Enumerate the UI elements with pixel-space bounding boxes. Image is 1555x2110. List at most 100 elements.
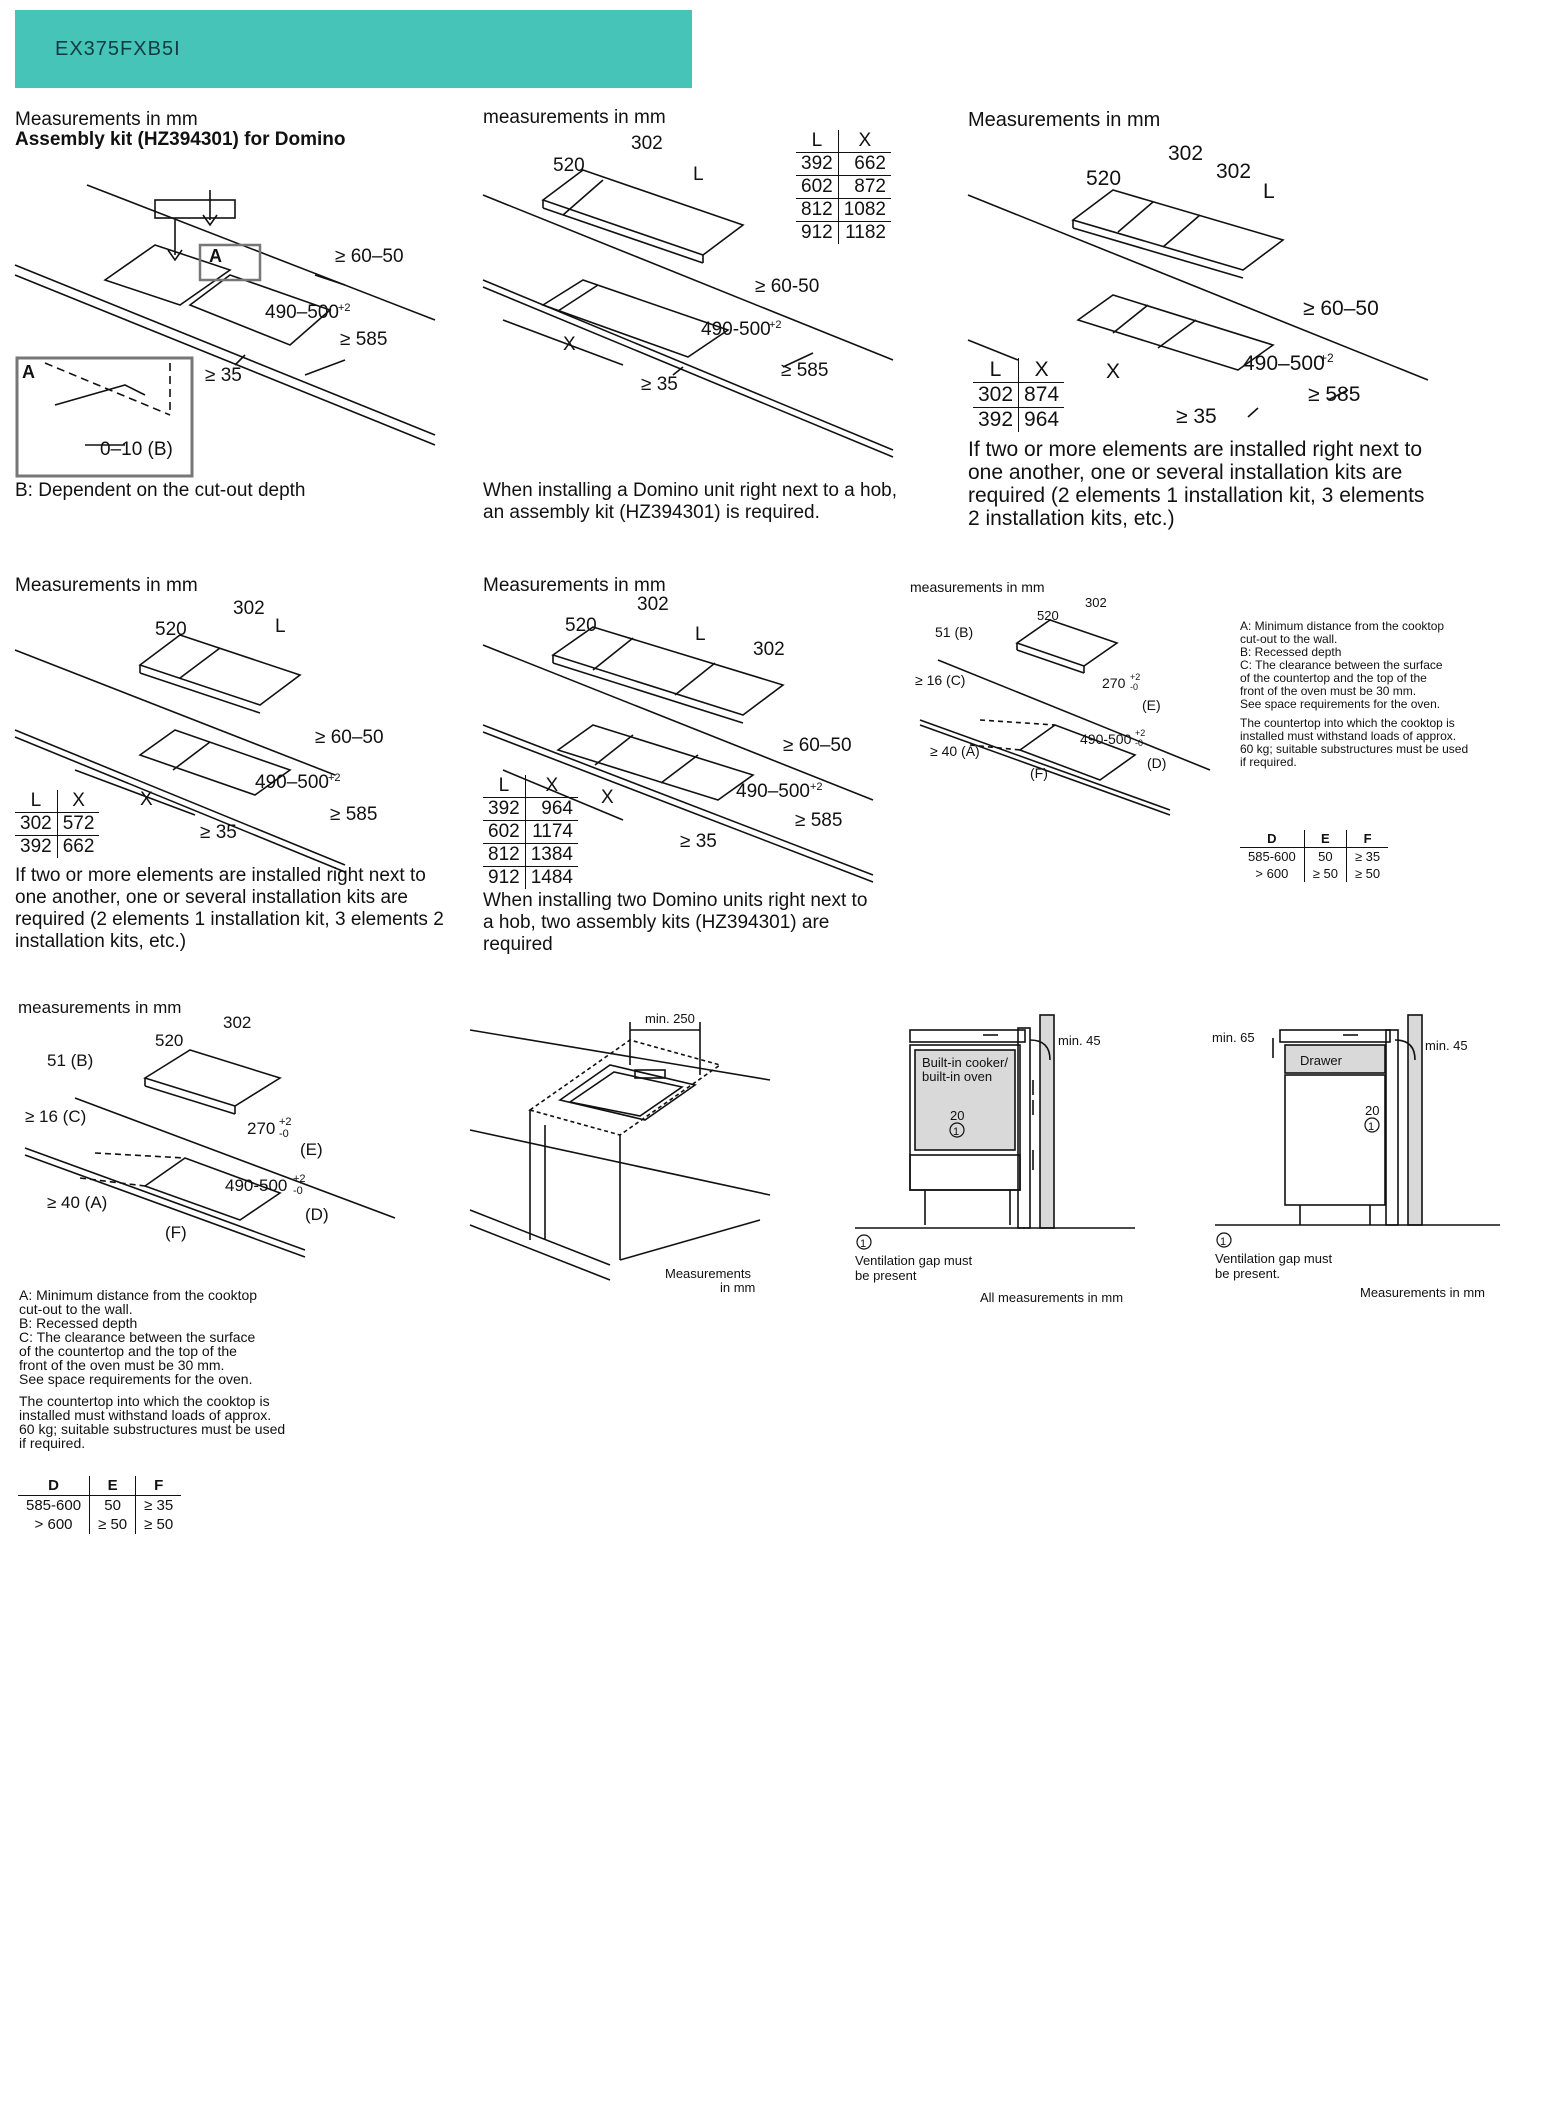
model-number: EX375FXB5I	[55, 38, 181, 60]
dim-edge: ≥ 35	[205, 365, 242, 386]
dim-edge: ≥ 35	[680, 831, 717, 852]
panel-caption: measurements in mm	[483, 107, 666, 128]
panel-note: When installing two Domino units right n…	[483, 890, 868, 955]
vent-legend-marker: 1	[860, 1238, 866, 1250]
panel-cabinet-view: min. 250 Measurements in mm	[469, 1010, 790, 1320]
dim-490: 490-500	[1080, 731, 1132, 747]
dim-520: 520	[1037, 608, 1059, 623]
dim-l: L	[1263, 180, 1275, 203]
dim-cutout: 490–500	[265, 302, 339, 323]
two-domino-diagram: 520 302 L 302 ≥ 60–50 490–500 +2 ≥ 585 ≥…	[482, 594, 874, 883]
vent-legend-marker: 1	[1220, 1236, 1226, 1248]
panel-caption: Measurements in mm	[483, 575, 666, 596]
panel-caption: measurements in mm	[18, 998, 182, 1017]
dim-490-sup: +2	[1135, 728, 1145, 738]
panel-note: If two or more elements are installed ri…	[15, 865, 444, 952]
dim-520: 520	[155, 619, 187, 640]
panel-multiple-elements-2: Measurements in mm 520 302 L ≥ 60–50 490…	[14, 575, 460, 955]
vent-line2: be present	[855, 1268, 917, 1283]
caption: Measurements in mm	[1360, 1285, 1485, 1300]
dim-270: 270	[247, 1119, 275, 1138]
panel-two-dominos-next-to-hob: Measurements in mm 520 302 L 302 ≥ 60–50…	[482, 575, 903, 955]
dim-min: min. 250	[645, 1011, 695, 1026]
dim-cutout: 490–500	[1243, 352, 1325, 375]
dim-520: 520	[155, 1031, 183, 1050]
panel-note: When installing a Domino unit right next…	[483, 480, 898, 523]
recessed-diagram: 520 302 51 (B) ≥ 16 (C) ≥ 40 (A) 270 +2 …	[24, 1013, 396, 1258]
caption: All measurements in mm	[980, 1290, 1123, 1305]
dim-min-right: min. 45	[1425, 1038, 1468, 1053]
dim-depth: ≥ 60-50	[755, 276, 819, 297]
dim-min-width: ≥ 585	[1308, 383, 1360, 406]
panel-caption: Measurements in mm	[15, 109, 198, 130]
vent-marker: 1	[1368, 1121, 1374, 1133]
dim-depth: ≥ 60–50	[315, 727, 384, 748]
dim-c: ≥ 16 (C)	[25, 1107, 86, 1126]
dim-d: (D)	[1147, 755, 1166, 771]
dim-min-width: ≥ 585	[330, 804, 377, 825]
dim-gap: 20	[1365, 1103, 1379, 1118]
dim-depth: ≥ 60–50	[783, 735, 852, 756]
caption-line1: Measurements	[665, 1266, 751, 1281]
dim-min-width: ≥ 585	[781, 360, 828, 381]
cabinet-diagram: min. 250 Measurements in mm	[469, 1011, 771, 1295]
legend-notes: A: Minimum distance from the cooktop cut…	[1240, 619, 1469, 769]
dim-a: ≥ 40 (A)	[930, 743, 980, 759]
dim-min-width: ≥ 585	[340, 329, 387, 350]
panel-title: Assembly kit (HZ394301) for Domino	[15, 129, 346, 150]
box-label: Drawer	[1300, 1053, 1343, 1068]
dim-cutout: 490-500	[701, 319, 771, 340]
vent-marker: 1	[953, 1126, 959, 1138]
dim-cutout-tol: +2	[328, 772, 341, 784]
dim-490-sub: -0	[1135, 738, 1143, 748]
dim-cutout-tol: +2	[769, 319, 782, 331]
dim-depth: ≥ 60–50	[335, 246, 404, 267]
dim-490-sub: -0	[293, 1185, 303, 1197]
inset-label: A	[22, 362, 35, 382]
dim-gap: 20	[950, 1108, 964, 1123]
dim-depth: ≥ 60–50	[1303, 297, 1379, 320]
vent-line1: Ventilation gap must	[1215, 1251, 1332, 1266]
panel-note: If two or more elements are installed ri…	[968, 438, 1425, 530]
dim-302: 302	[631, 133, 663, 154]
panel-oven-ventilation: min. 45 20 1 1 Ventilation gap must be p…	[850, 1010, 1180, 1320]
triple-element-diagram: 520 302 302 L ≥ 60–50 490–500 +2 ≥ 585 ≥…	[967, 142, 1429, 428]
caption-line2: in mm	[720, 1280, 755, 1295]
dim-270-sub: -0	[1130, 682, 1138, 692]
inset-dim: 0–10 (B)	[100, 439, 173, 460]
dim-f: (F)	[1030, 765, 1048, 781]
dim-c: ≥ 16 (C)	[915, 672, 965, 688]
dim-490: 490-500	[225, 1176, 287, 1195]
panel-domino-next-to-hob: measurements in mm 520 302 L ≥ 60-50 490…	[482, 105, 913, 525]
panel-assembly-kit: Measurements in mm Assembly kit (HZ39430…	[14, 105, 460, 505]
panel-recessed-install: measurements in mm 520 302 51 (B) ≥ 16 (…	[910, 580, 1510, 910]
panel-drawer-ventilation: min. 65 min. 45 Drawer 20 1 1 Ventilatio…	[1210, 1010, 1510, 1320]
dim-490-sup: +2	[293, 1173, 306, 1185]
dim-270-sup: +2	[279, 1116, 292, 1128]
dim-e: (E)	[1142, 697, 1161, 713]
dim-l: L	[695, 624, 706, 645]
dim-cutout-tol: +2	[338, 302, 351, 314]
dim-a: ≥ 40 (A)	[47, 1193, 107, 1212]
dim-270: 270	[1102, 675, 1126, 691]
dim-cutout: 490–500	[255, 772, 329, 793]
panel-note: B: Dependent on the cut-out depth	[15, 480, 306, 501]
box-label: Built-in cooker/built-in oven	[922, 1055, 1008, 1084]
dim-f: (F)	[165, 1223, 187, 1242]
panel-caption: Measurements in mm	[968, 109, 1161, 131]
panel-multiple-elements-3: Measurements in mm 520 302 302 L ≥ 60–50…	[967, 105, 1448, 535]
dim-l: L	[275, 616, 286, 637]
dim-x: X	[1106, 360, 1120, 383]
vent-line1: Ventilation gap must	[855, 1253, 972, 1268]
double-element-diagram: 520 302 L ≥ 60–50 490–500 +2 ≥ 585 ≥ 35 …	[14, 598, 384, 873]
dim-520: 520	[1086, 167, 1121, 190]
assembly-kit-diagram: A ≥ 60–50 490–500 +2 ≥ 585 ≥ 35 A 0–10 (…	[14, 184, 436, 478]
dim-x: X	[601, 787, 614, 808]
dim-302: 302	[223, 1013, 251, 1032]
dim-b: 51 (B)	[47, 1051, 93, 1070]
dim-520: 520	[565, 615, 597, 636]
